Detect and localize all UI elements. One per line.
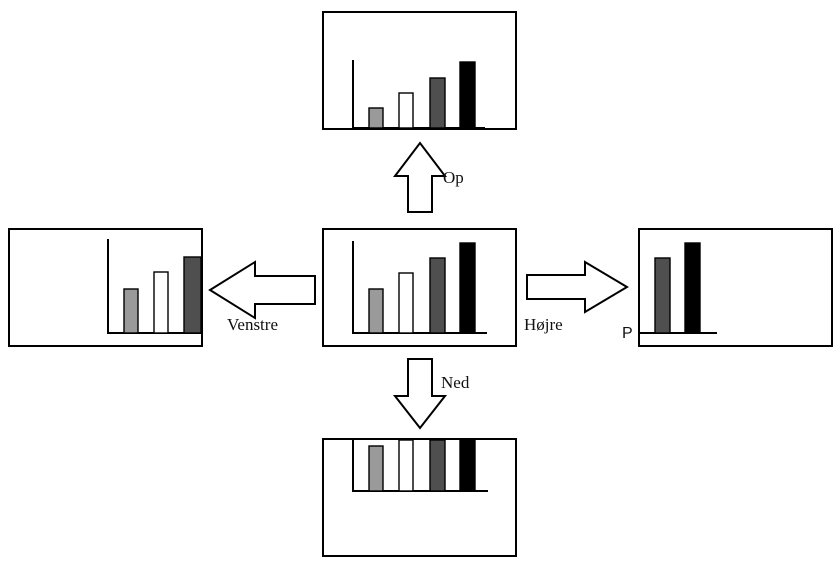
label-left: Venstre	[227, 315, 278, 334]
panel-top-frame	[322, 11, 517, 130]
panel-left	[8, 228, 203, 347]
panel-top-bar-2	[398, 92, 414, 129]
label-down: Ned	[441, 373, 470, 392]
panel-bottom-bar-4	[459, 439, 476, 492]
panel-left-frame	[8, 228, 203, 347]
panel-top-bar-1	[368, 107, 384, 129]
panel-right-bar-1	[654, 257, 671, 334]
arrow-right-icon	[526, 260, 629, 314]
panel-center-bar-2	[398, 272, 414, 334]
panel-center-bar-1	[368, 288, 384, 334]
panel-right-marker: P	[622, 325, 633, 342]
panel-right: P	[622, 228, 833, 347]
panel-left-axis	[107, 239, 201, 334]
panel-bottom-frame	[322, 438, 517, 557]
panel-bottom-bar-1	[368, 445, 384, 492]
arrow-left-icon	[208, 260, 316, 320]
arrow-up-icon	[392, 141, 448, 213]
panel-left-bar-3	[183, 256, 202, 334]
label-right: Højre	[524, 315, 563, 334]
panel-left-bar-1	[123, 288, 139, 334]
panel-top-bar-4	[459, 61, 476, 129]
arrow-down-icon	[392, 358, 448, 430]
panel-bottom-bar-3	[429, 439, 446, 492]
panel-center	[322, 228, 517, 347]
panel-bottom	[322, 438, 517, 557]
label-up: Op	[443, 168, 464, 187]
panel-bottom-bar-2	[398, 439, 414, 492]
panel-left-bar-2	[153, 271, 169, 334]
panel-right-bar-2	[684, 242, 701, 334]
panel-top-bar-3	[429, 77, 446, 129]
panel-top	[322, 11, 517, 130]
panel-center-bar-3	[429, 257, 446, 334]
panel-right-frame	[638, 228, 833, 347]
panel-center-bar-4	[459, 242, 476, 334]
panel-center-frame	[322, 228, 517, 347]
